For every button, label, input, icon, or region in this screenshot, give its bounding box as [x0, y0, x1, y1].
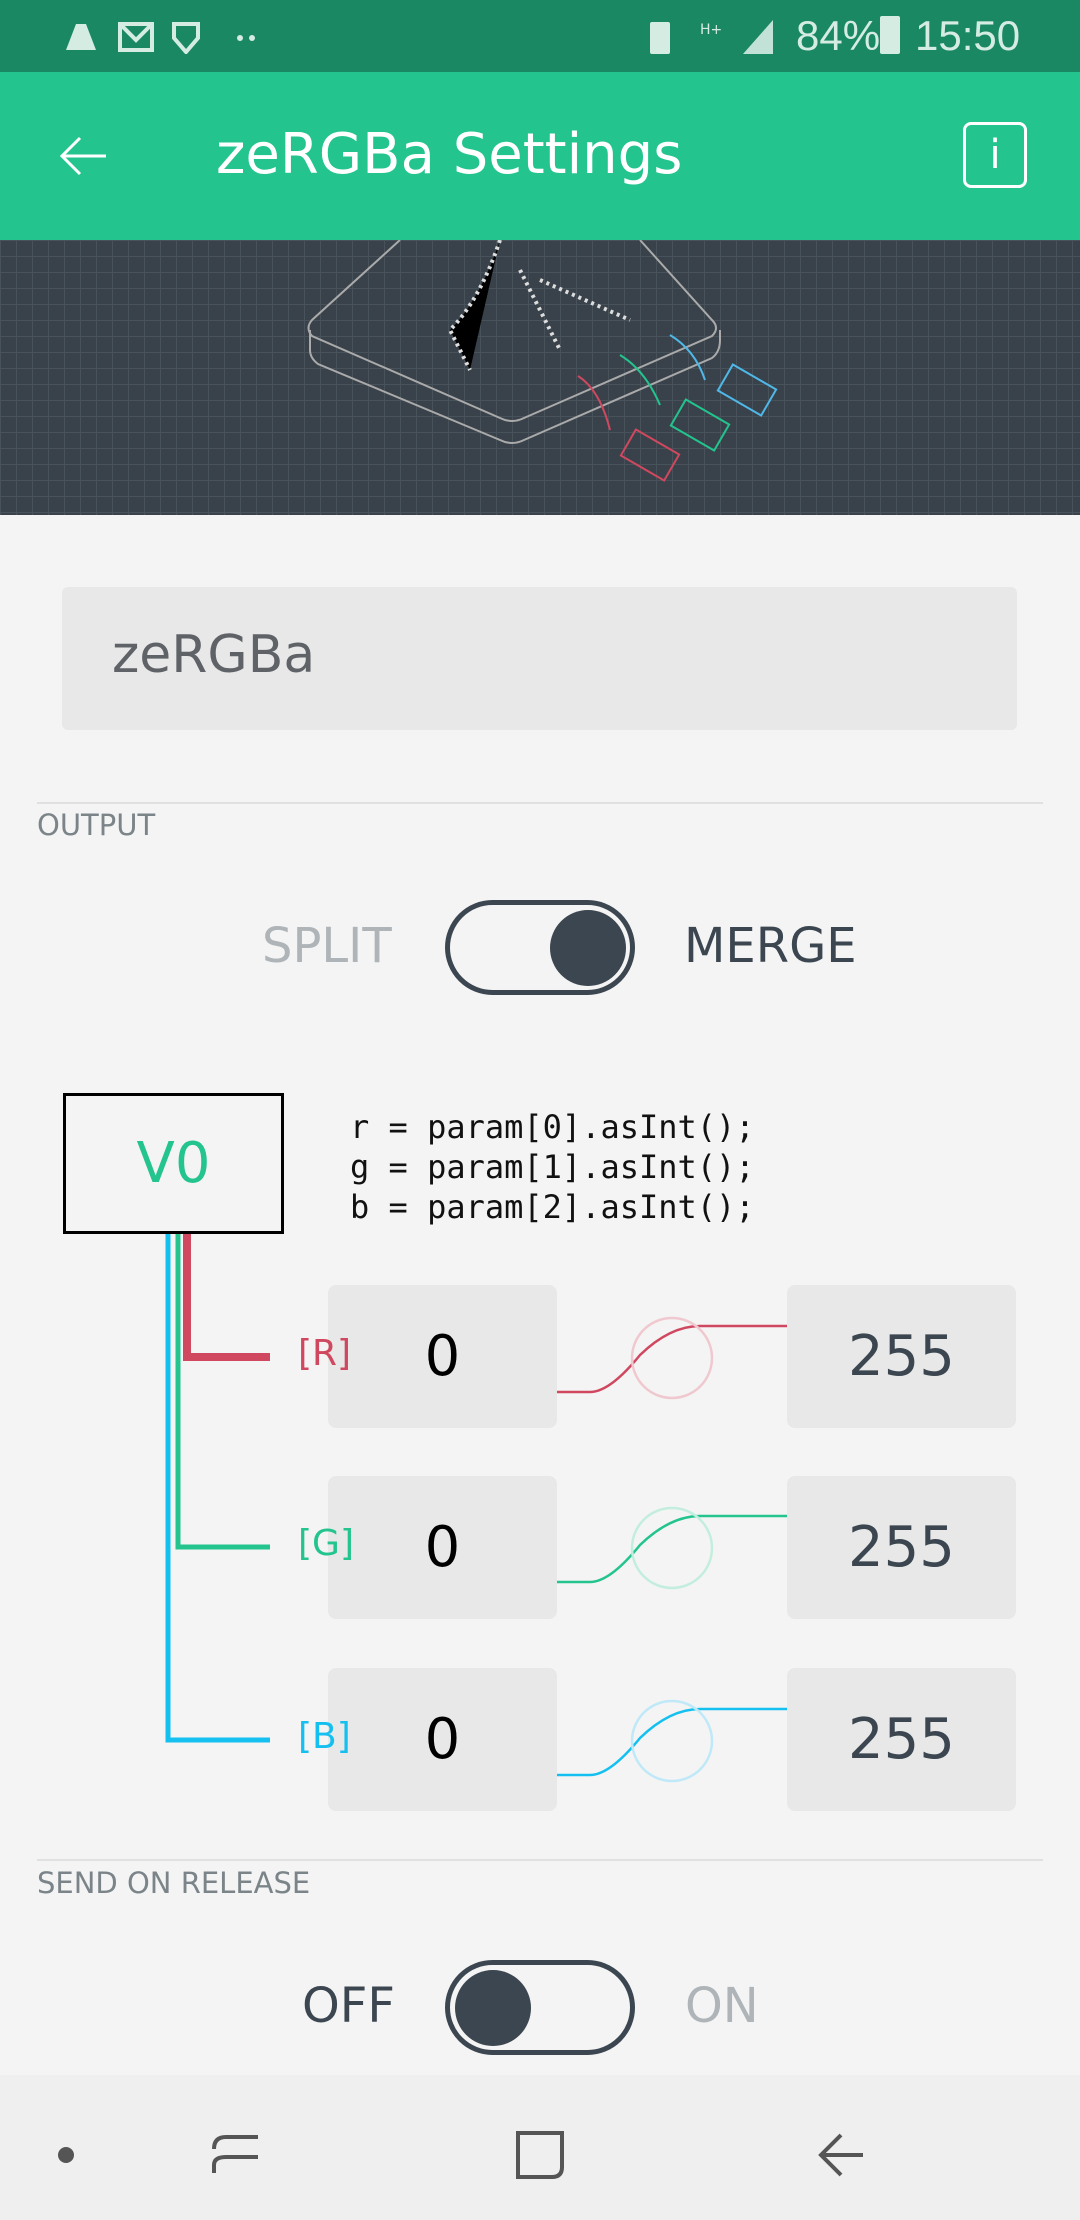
channel-label-g: [G] — [298, 1523, 354, 1564]
arrow-left-icon[interactable] — [56, 134, 112, 178]
output-mode-toggle[interactable] — [445, 900, 635, 995]
status-bar: H+ 84% 15:50 — [0, 0, 1080, 72]
home-icon[interactable] — [512, 2127, 568, 2181]
info-button[interactable]: i — [963, 122, 1027, 188]
code-line-b: b = param[2].asInt(); — [350, 1188, 755, 1226]
code-line-g: g = param[1].asInt(); — [350, 1148, 755, 1186]
r-min-input[interactable]: 0 — [328, 1285, 557, 1428]
clock: 15:50 — [915, 12, 1021, 59]
network-type: H+ — [700, 22, 722, 38]
channel-wires — [165, 1234, 787, 1783]
send-on-release-toggle[interactable] — [445, 1960, 635, 2055]
section-label-send-on-release: SEND ON RELEASE — [37, 1866, 311, 1900]
app-bar: zeRGBa Settings i — [0, 72, 1080, 240]
b-min-input[interactable]: 0 — [328, 1668, 557, 1811]
divider — [37, 802, 1043, 804]
page-title: zeRGBa Settings — [216, 122, 683, 187]
recent-apps-icon[interactable] — [210, 2129, 262, 2179]
widget-name-input[interactable]: zeRGBa — [62, 587, 1017, 730]
split-label: SPLIT — [262, 918, 392, 974]
g-min-input[interactable]: 0 — [328, 1476, 557, 1619]
notification-icons — [66, 22, 255, 54]
channel-label-r: [R] — [298, 1333, 352, 1374]
navigation-bar — [0, 2075, 1080, 2220]
section-label-output: OUTPUT — [37, 808, 156, 842]
off-label: OFF — [302, 1978, 395, 2034]
channel-label-b: [B] — [298, 1716, 351, 1757]
dot-icon[interactable] — [58, 2147, 74, 2163]
on-label: ON — [685, 1978, 759, 2034]
pin-selector-v0[interactable]: V0 — [63, 1093, 284, 1234]
zergba-illustration — [0, 239, 1080, 515]
code-line-r: r = param[0].asInt(); — [350, 1108, 755, 1146]
b-max-input[interactable]: 255 — [787, 1668, 1016, 1811]
battery-saver-network-signal-icons: H+ — [650, 20, 773, 54]
g-max-input[interactable]: 255 — [787, 1476, 1016, 1619]
r-max-input[interactable]: 255 — [787, 1285, 1016, 1428]
battery-icon — [880, 16, 900, 54]
device-pin-illustration — [307, 239, 778, 482]
back-icon[interactable] — [815, 2129, 867, 2179]
battery-percent: 84% — [796, 12, 881, 59]
merge-label: MERGE — [684, 918, 857, 974]
divider — [37, 1859, 1043, 1861]
